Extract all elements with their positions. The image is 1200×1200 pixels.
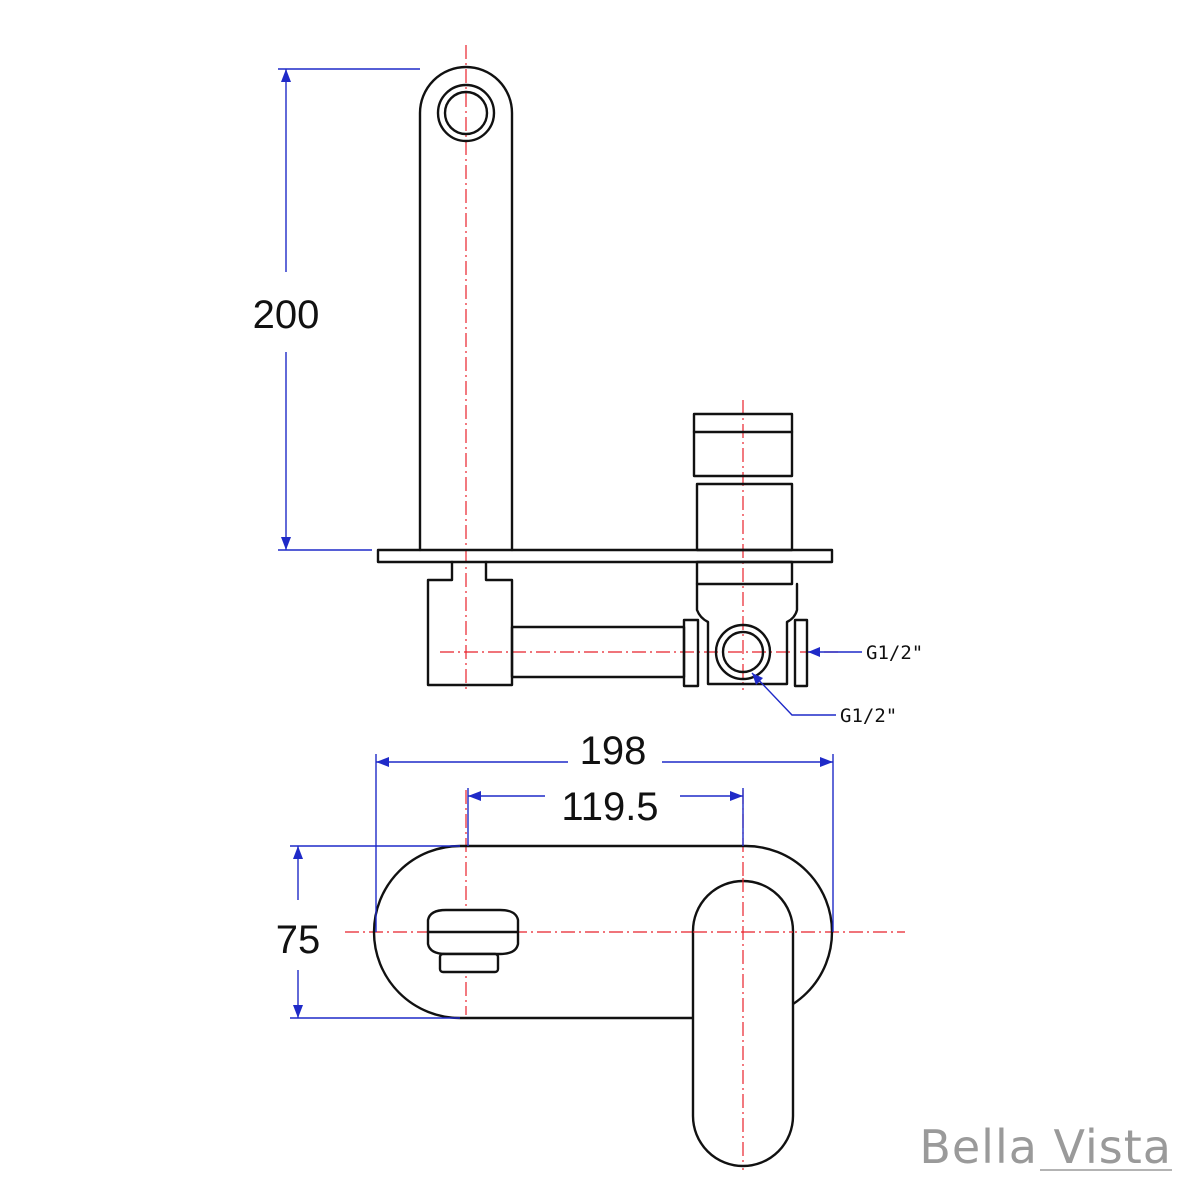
dim-198-arrow-right bbox=[820, 757, 833, 767]
dim-200-arrow-bottom bbox=[281, 537, 291, 550]
mixer-flange-right bbox=[793, 618, 809, 688]
mixer-collar bbox=[695, 560, 794, 586]
callout-arrow-rear bbox=[752, 673, 763, 685]
callout-label-side: G1/2" bbox=[866, 642, 923, 664]
spout-outlet-outer bbox=[436, 83, 496, 143]
spout-body bbox=[418, 65, 514, 552]
dim-1195-label: 119.5 bbox=[561, 785, 658, 829]
inlet-port-inner bbox=[721, 630, 765, 674]
dim-75-label: 75 bbox=[276, 918, 321, 962]
callout-label-rear: G1/2" bbox=[840, 705, 897, 727]
spout-front-neck bbox=[438, 952, 500, 974]
spout-outlet-inner bbox=[443, 90, 489, 136]
spout-connector bbox=[426, 560, 514, 687]
mixer-body bbox=[695, 582, 799, 686]
handle-stem bbox=[695, 482, 794, 552]
dim-1195-arrow-left bbox=[468, 791, 481, 801]
brand-name: Bella Vista bbox=[919, 1120, 1172, 1174]
dim-198-arrow-left bbox=[376, 757, 389, 767]
dim-1195-arrow-right bbox=[730, 791, 743, 801]
mixer-flange-left bbox=[682, 618, 700, 688]
dim-75-arrow-top bbox=[293, 846, 303, 859]
handle-cap bbox=[692, 412, 794, 478]
side-view: G1/2" G1/2" 200 bbox=[253, 45, 923, 727]
wall-plate-side bbox=[376, 548, 834, 564]
callout-arrow-side bbox=[808, 647, 820, 657]
callout-leader-rear bbox=[751, 672, 836, 716]
brand-watermark: Bella Vista bbox=[919, 1120, 1172, 1174]
dim-200-arrow-top bbox=[281, 69, 291, 82]
inlet-port-outer bbox=[714, 623, 772, 681]
front-view: 198 119.5 75 bbox=[276, 729, 905, 1170]
dim-75-arrow-bottom bbox=[293, 1005, 303, 1018]
dim-200-label: 200 bbox=[253, 293, 320, 337]
dim-198-label: 198 bbox=[580, 729, 647, 773]
